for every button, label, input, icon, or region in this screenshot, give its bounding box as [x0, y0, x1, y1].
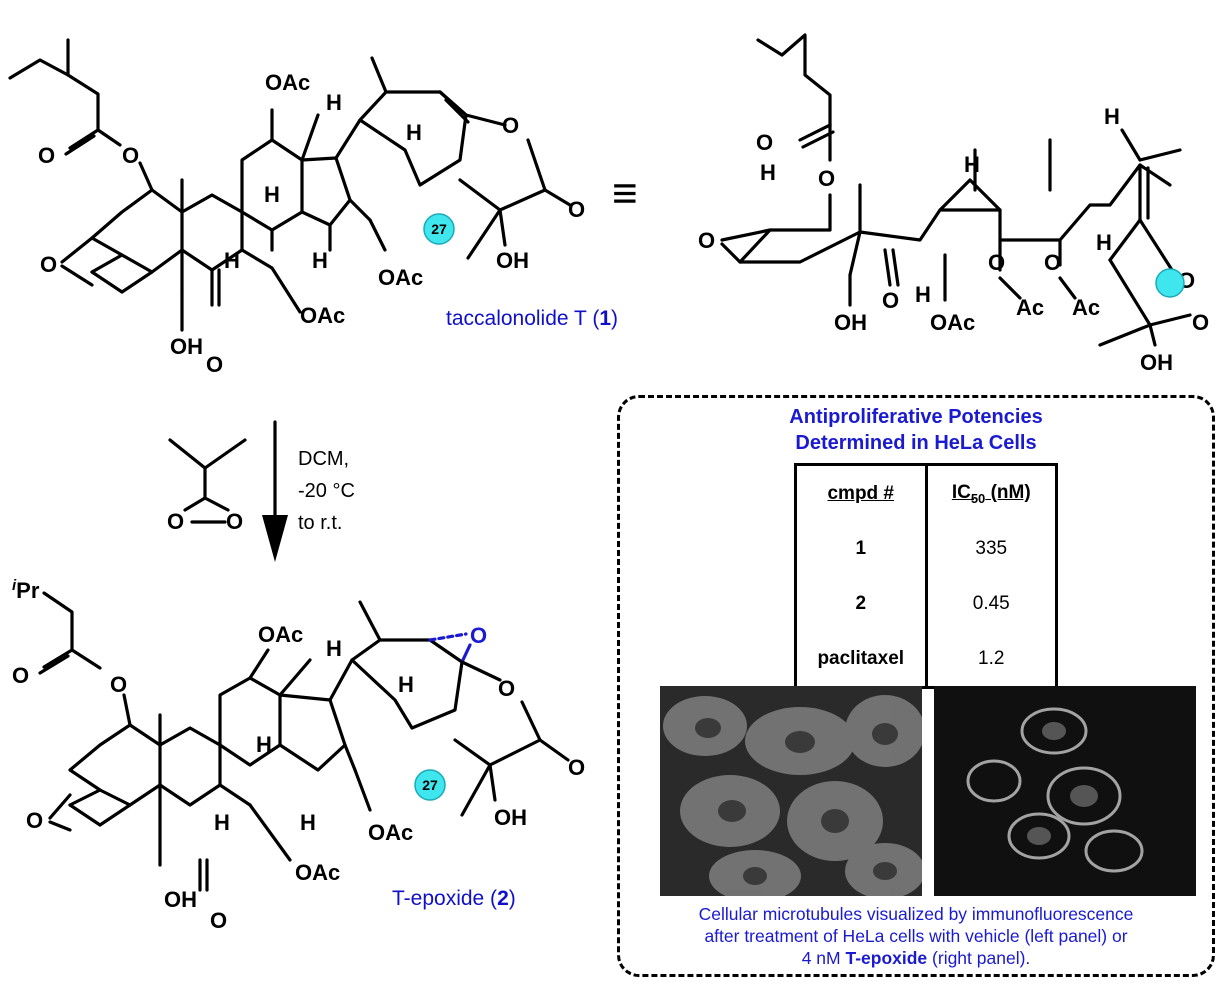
- h-2c: H: [300, 810, 316, 835]
- conf-oh-a: OH: [834, 310, 867, 335]
- oac-1b: OAc: [378, 265, 423, 290]
- oac-1c: OAc: [300, 303, 345, 328]
- dioxirane-o-right: O: [226, 509, 243, 534]
- oh-2a: OH: [164, 887, 197, 912]
- compound-1-structure: O O O OH O OAc H H OAc H: [8, 38, 585, 377]
- lactone-co-1: O: [568, 197, 585, 222]
- ester-o-2: O: [110, 672, 127, 697]
- conf-h-d: H: [1096, 230, 1112, 255]
- ketone-o-2: O: [210, 908, 227, 933]
- header-ic50: IC50 (nM): [924, 464, 1057, 521]
- conf-ac-a: Ac: [1016, 295, 1044, 320]
- h-1e: H: [406, 120, 422, 145]
- conf-ester-o: O: [818, 166, 835, 191]
- new-epoxide-o: O: [470, 623, 487, 648]
- equivalence-symbol: ≡: [612, 169, 638, 218]
- table-row: 2 0.45: [796, 576, 1057, 631]
- header-compound: cmpd #: [827, 482, 895, 504]
- h-1b: H: [224, 248, 240, 273]
- lactone-o-2: O: [498, 676, 515, 701]
- ester-o-1: O: [122, 143, 139, 168]
- micrograph-t-epoxide: [934, 686, 1196, 896]
- h-2d: H: [326, 636, 342, 661]
- conf-ketone-o: O: [882, 288, 899, 313]
- condition-warming: to r.t.: [298, 512, 342, 534]
- epoxide-o-2: O: [26, 808, 43, 833]
- h-2b: H: [214, 810, 230, 835]
- conf-o-ac-a: O: [988, 250, 1005, 275]
- position-27-badge-2: [414, 769, 446, 801]
- oac-2b: OAc: [368, 820, 413, 845]
- table-row: 1 335: [796, 521, 1057, 576]
- table-row: paclitaxel 1.2: [796, 631, 1057, 688]
- condition-solvent: DCM,: [298, 448, 349, 470]
- conf-h-e: H: [1104, 104, 1120, 129]
- h-1c: H: [312, 248, 328, 273]
- epoxide-o-1: O: [40, 252, 57, 277]
- lactone-o-1: O: [502, 113, 519, 138]
- ic50-table: cmpd # IC50 (nM) 1 335 2 0.45 paclitaxel…: [794, 463, 1058, 689]
- compound-1-conformer: O O H O OH O OAc H H O Ac O Ac H H: [698, 33, 1209, 375]
- ketone-o-1: O: [206, 352, 223, 377]
- reaction-arrow-head: [262, 515, 288, 562]
- micrograph-caption: Cellular microtubules visualized by immu…: [698, 904, 1134, 968]
- potency-box-title: Antiproliferative Potencies Determined i…: [789, 406, 1043, 454]
- compound-2-name: T-epoxide (2): [392, 887, 516, 910]
- oac-2a: OAc: [258, 622, 303, 647]
- conf-ac-b: Ac: [1072, 295, 1100, 320]
- svg-text:27: 27: [422, 777, 438, 793]
- lactone-co-2: O: [568, 755, 585, 780]
- svg-text:27: 27: [431, 221, 447, 237]
- compound-1-name: taccalonolide T (1): [446, 307, 618, 330]
- conf-o-ac-b: O: [1044, 250, 1061, 275]
- oac-2c: OAc: [295, 860, 340, 885]
- compound-2-structure: iPr O O O OH O OAc H H OAc H OAc: [12, 577, 585, 933]
- conf-h-b: H: [915, 282, 931, 307]
- conf-carbonyl-o: O: [756, 130, 773, 155]
- reaction-arrow-group: O O DCM, -20 °C to r.t.: [167, 420, 355, 562]
- conf-position-27-badge: [1155, 268, 1185, 298]
- dioxirane-o-left: O: [167, 509, 184, 534]
- oh-1a: OH: [170, 334, 203, 359]
- conf-oh-b: OH: [1140, 350, 1173, 375]
- h-2a: H: [256, 732, 272, 757]
- carbonyl-o-2: O: [12, 663, 29, 688]
- condition-temperature: -20 °C: [298, 480, 355, 502]
- potency-box: Antiproliferative Potencies Determined i…: [617, 395, 1215, 977]
- ipr-label: iPr: [12, 577, 40, 603]
- conf-lactone-co-o: O: [1192, 310, 1209, 335]
- conf-oac-a: OAc: [930, 310, 975, 335]
- conf-h-a: H: [760, 160, 776, 185]
- h-1a: H: [264, 182, 280, 207]
- oh-2b: OH: [494, 805, 527, 830]
- oh-1b: OH: [496, 248, 529, 273]
- micrograph-vehicle: [660, 686, 922, 896]
- oac-1a: OAc: [265, 70, 310, 95]
- table-header-row: cmpd # IC50 (nM): [796, 464, 1057, 521]
- conf-h-c: H: [964, 152, 980, 177]
- carbonyl-o-1: O: [38, 143, 55, 168]
- h-1d: H: [326, 90, 342, 115]
- h-2e: H: [398, 672, 414, 697]
- conf-epoxide-o: O: [698, 228, 715, 253]
- position-27-badge-1: [423, 213, 455, 245]
